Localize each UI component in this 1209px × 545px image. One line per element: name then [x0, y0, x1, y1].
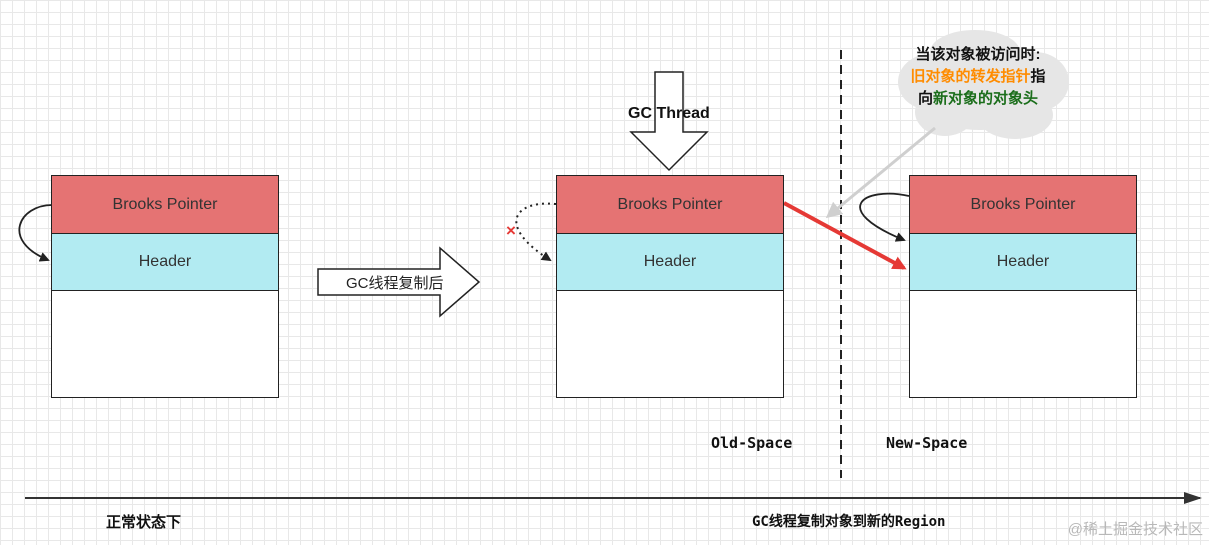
old-space-label: Old-Space: [711, 434, 793, 452]
callout-line-2: 旧对象的转发指针指: [893, 66, 1063, 88]
object-body: [52, 291, 278, 397]
callout-text: 当该对象被访问时: 旧对象的转发指针指 向新对象的对象头: [893, 44, 1063, 110]
header-cell: Header: [910, 234, 1136, 291]
callout-line-3-prefix: 向: [917, 90, 933, 107]
object-old-space: Brooks Pointer Header: [556, 175, 784, 398]
invalid-mark: ×: [506, 221, 516, 240]
header-cell: Header: [557, 234, 783, 291]
header-cell: Header: [52, 234, 278, 291]
timeline-left-label: 正常状态下: [106, 514, 182, 531]
object-body: [557, 291, 783, 397]
callout-cloud: [898, 30, 1069, 139]
brooks-pointer-cell: Brooks Pointer: [557, 176, 783, 234]
callout-pointer-arrow: [825, 126, 936, 219]
object-new-space: Brooks Pointer Header: [909, 175, 1137, 398]
callout-line-3: 向新对象的对象头: [893, 88, 1063, 110]
gc-thread-label: GC Thread: [628, 105, 710, 122]
copy-hollow-arrow: [317, 246, 481, 318]
callout-line-1: 当该对象被访问时:: [915, 46, 1041, 63]
object-body: [910, 291, 1136, 397]
forwarding-pointer-arrow: [783, 201, 907, 270]
copy-arrow-label: GC线程复制后: [346, 275, 444, 292]
callout-line-2-tail: 指: [1030, 68, 1046, 85]
callout-new-header-text: 新对象的对象头: [933, 90, 1039, 107]
timeline-right-label: GC线程复制对象到新的Region: [752, 514, 946, 530]
object-normal: Brooks Pointer Header: [51, 175, 279, 398]
callout-old-forwarding-text: 旧对象的转发指针: [910, 68, 1031, 85]
watermark: @稀土掘金技术社区: [1067, 521, 1203, 538]
brooks-pointer-cell: Brooks Pointer: [910, 176, 1136, 234]
self-reference-arrow-1: [18, 204, 53, 262]
self-reference-arrow-3: [859, 192, 910, 242]
gc-thread-down-arrow: [629, 71, 709, 172]
new-space-label: New-Space: [886, 434, 968, 452]
brooks-pointer-cell: Brooks Pointer: [52, 176, 278, 234]
broken-self-reference-arrow: [515, 202, 557, 262]
